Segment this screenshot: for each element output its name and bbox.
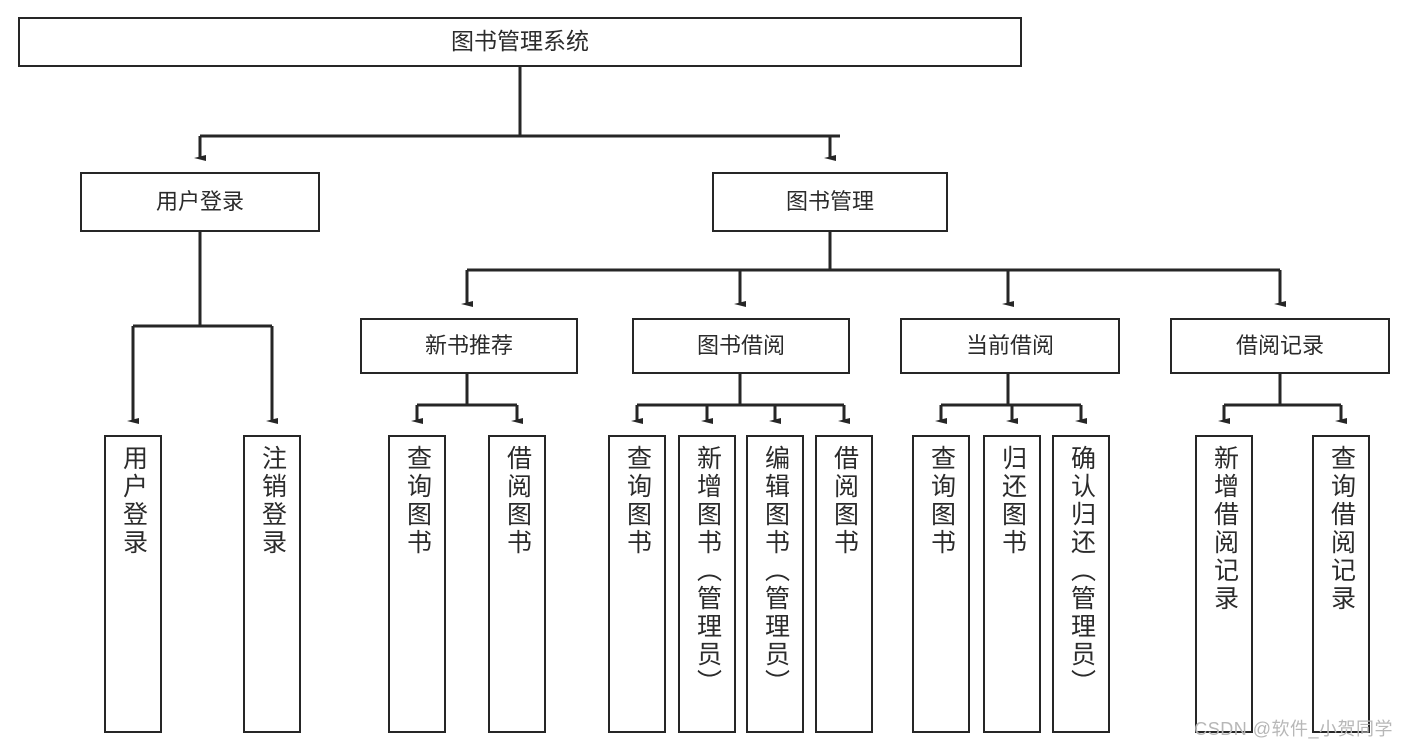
- node-leaf-query-record[interactable]: 查询借阅记录: [1312, 435, 1370, 733]
- node-current-borrow-label: 当前借阅: [965, 333, 1054, 359]
- node-leaf-borrow-book-2[interactable]: 借阅图书: [815, 435, 873, 733]
- node-book-manage-label: 图书管理: [785, 189, 874, 215]
- connector-bookborrow-to-leaves: [631, 374, 850, 424]
- node-leaf-add-record[interactable]: 新增借阅记录: [1195, 435, 1253, 733]
- node-user-login[interactable]: 用户登录: [80, 172, 320, 232]
- node-book-borrow[interactable]: 图书借阅: [632, 318, 850, 374]
- node-leaf-user-login-label: 用户登录: [119, 445, 148, 557]
- node-root[interactable]: 图书管理系统: [18, 17, 1022, 67]
- node-leaf-borrow-book-2-label: 借阅图书: [830, 445, 859, 557]
- node-leaf-query-book-1-label: 查询图书: [403, 445, 432, 557]
- node-leaf-edit-book[interactable]: 编辑图书（管理员）: [746, 435, 804, 733]
- node-leaf-query-record-label: 查询借阅记录: [1327, 445, 1356, 613]
- connector-userlogin-to-leaves: [127, 232, 278, 424]
- connector-root-to-level2: [194, 67, 840, 161]
- node-leaf-add-book[interactable]: 新增图书（管理员）: [678, 435, 736, 733]
- node-leaf-query-book-2[interactable]: 查询图书: [608, 435, 666, 733]
- node-root-label: 图书管理系统: [451, 28, 589, 55]
- node-leaf-borrow-book-1[interactable]: 借阅图书: [488, 435, 546, 733]
- node-borrow-record[interactable]: 借阅记录: [1170, 318, 1390, 374]
- node-current-borrow[interactable]: 当前借阅: [900, 318, 1120, 374]
- node-user-login-label: 用户登录: [155, 189, 244, 215]
- node-leaf-confirm-return-label: 确认归还（管理员）: [1067, 445, 1096, 697]
- node-leaf-return-book[interactable]: 归还图书: [983, 435, 1041, 733]
- node-leaf-query-book-2-label: 查询图书: [623, 445, 652, 557]
- node-book-borrow-label: 图书借阅: [696, 333, 785, 359]
- node-leaf-query-book-1[interactable]: 查询图书: [388, 435, 446, 733]
- node-leaf-user-login[interactable]: 用户登录: [104, 435, 162, 733]
- node-leaf-add-record-label: 新增借阅记录: [1210, 445, 1239, 613]
- node-book-manage[interactable]: 图书管理: [712, 172, 948, 232]
- connector-newbook-to-leaves: [411, 374, 523, 424]
- node-leaf-user-logout[interactable]: 注销登录: [243, 435, 301, 733]
- node-new-book-rec[interactable]: 新书推荐: [360, 318, 578, 374]
- connector-bookmanage-to-level3: [461, 232, 1286, 307]
- node-borrow-record-label: 借阅记录: [1235, 333, 1324, 359]
- node-leaf-borrow-book-1-label: 借阅图书: [503, 445, 532, 557]
- node-leaf-add-book-label: 新增图书（管理员）: [693, 445, 722, 697]
- node-new-book-rec-label: 新书推荐: [424, 333, 513, 359]
- node-leaf-query-book-3-label: 查询图书: [927, 445, 956, 557]
- connector-borrowrecord-to-leaves: [1218, 374, 1347, 424]
- node-leaf-edit-book-label: 编辑图书（管理员）: [761, 445, 790, 697]
- node-leaf-user-logout-label: 注销登录: [258, 445, 287, 557]
- node-leaf-return-book-label: 归还图书: [998, 445, 1027, 557]
- node-leaf-query-book-3[interactable]: 查询图书: [912, 435, 970, 733]
- connector-currentborrow-to-leaves: [935, 374, 1087, 424]
- node-leaf-confirm-return[interactable]: 确认归还（管理员）: [1052, 435, 1110, 733]
